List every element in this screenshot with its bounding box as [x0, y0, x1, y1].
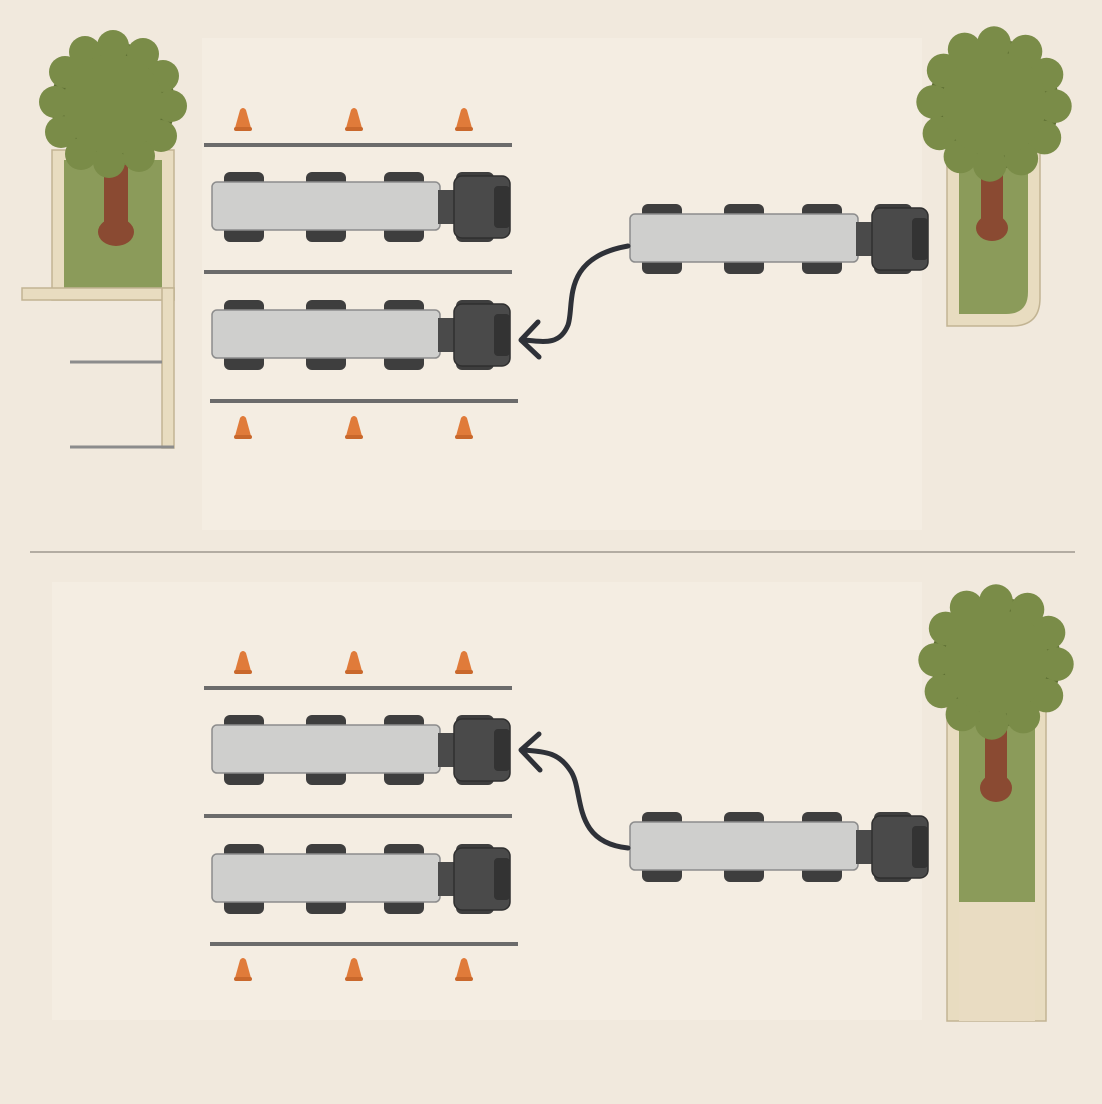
tree-icon — [916, 26, 1072, 241]
tree-icon — [918, 584, 1074, 802]
curved-arrow-icon — [518, 731, 631, 851]
lot-surface — [202, 38, 922, 530]
top-panel — [21, 26, 1072, 530]
bottom-panel — [52, 582, 1074, 1022]
curved-arrow-icon — [518, 243, 631, 360]
tree-icon — [39, 30, 187, 246]
left-planter — [21, 149, 175, 449]
lot-surface — [52, 582, 922, 1020]
